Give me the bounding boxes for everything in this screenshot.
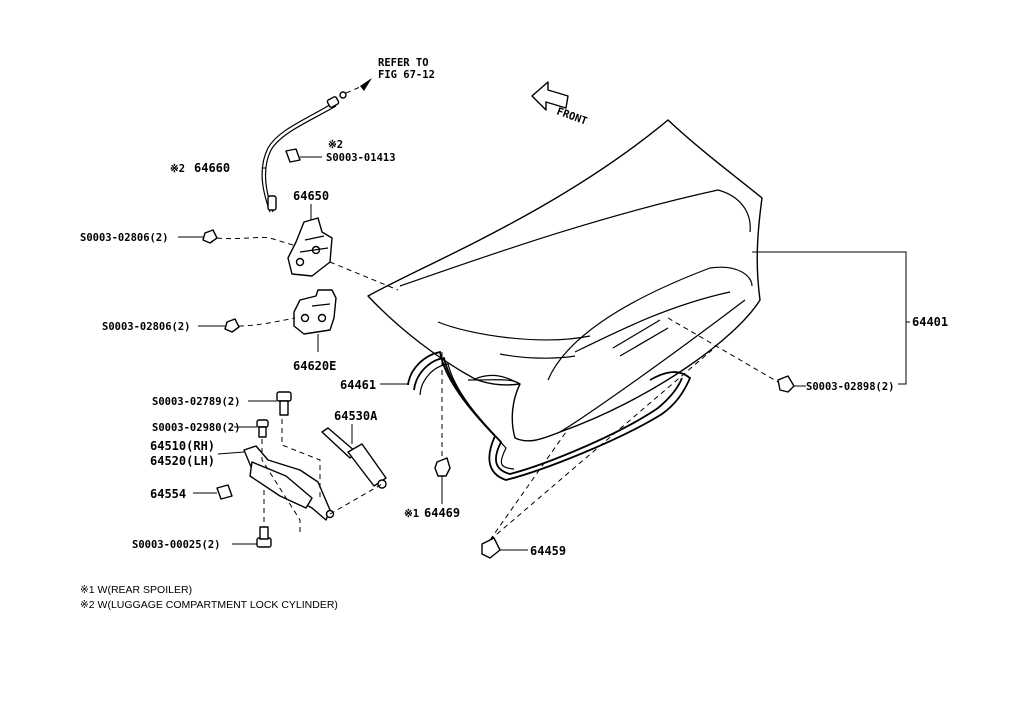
- bumper-64469: [434, 352, 451, 504]
- bolt-02806-upper: [178, 229, 297, 247]
- refer-to-label-line2: FIG 67-12: [378, 69, 435, 81]
- part-64459-label: 64459: [530, 544, 566, 558]
- part-01413-label: S0003-01413: [326, 152, 396, 164]
- hinge-stopper-64554: [193, 484, 233, 500]
- front-arrow: [531, 81, 569, 111]
- trunk-lid: [367, 119, 763, 442]
- part-64620e-label: 64620E: [293, 359, 336, 373]
- bolt-02806-lower: [198, 317, 296, 333]
- bolt-00025: [232, 490, 272, 548]
- part-64469-mark: ※1: [404, 508, 419, 520]
- part-02789-label: S0003-02789(2): [152, 396, 241, 408]
- part-64520-label: 64520(LH): [150, 454, 215, 468]
- part-64461-label: 64461: [340, 378, 376, 392]
- part-00025-label: S0003-00025(2): [132, 539, 221, 551]
- release-cable: [261, 78, 372, 213]
- bolt-02789: [248, 391, 292, 416]
- part-64401-label: 64401: [912, 315, 948, 329]
- part-64660-label: 64660: [194, 161, 230, 175]
- part-64660-mark: ※2: [170, 163, 185, 175]
- footnote-1: ※1 W(REAR SPOILER): [80, 584, 192, 596]
- part-02898-label: S0003-02898(2): [806, 381, 895, 393]
- trunk-hinge: [243, 410, 335, 536]
- part-02806-label-upper: S0003-02806(2): [80, 232, 169, 244]
- front-label: FRONT: [555, 106, 589, 128]
- clip-02898: [667, 317, 806, 393]
- cushion-64459: [481, 349, 713, 559]
- part-64650-label: 64650: [293, 189, 329, 203]
- gas-strut: [321, 424, 387, 515]
- lock-striker: [293, 289, 337, 352]
- part-01413-mark: ※2: [328, 139, 343, 151]
- part-02980-label: S0003-02980(2): [152, 422, 241, 434]
- part-64554-label: 64554: [150, 487, 186, 501]
- clip-01413: [285, 148, 322, 163]
- trunk-lock-assembly: [287, 204, 333, 277]
- refer-to-label-line1: REFER TO: [378, 57, 429, 69]
- footnote-2: ※2 W(LUGGAGE COMPARTMENT LOCK CYLINDER): [80, 599, 338, 611]
- part-64530a-label: 64530A: [334, 409, 378, 423]
- part-64510-label: 64510(RH): [150, 439, 215, 453]
- bolt-02980: [234, 419, 269, 438]
- part-02806-label-lower: S0003-02806(2): [102, 321, 191, 333]
- weatherstrip: [407, 350, 692, 481]
- part-64469-label: 64469: [424, 506, 460, 520]
